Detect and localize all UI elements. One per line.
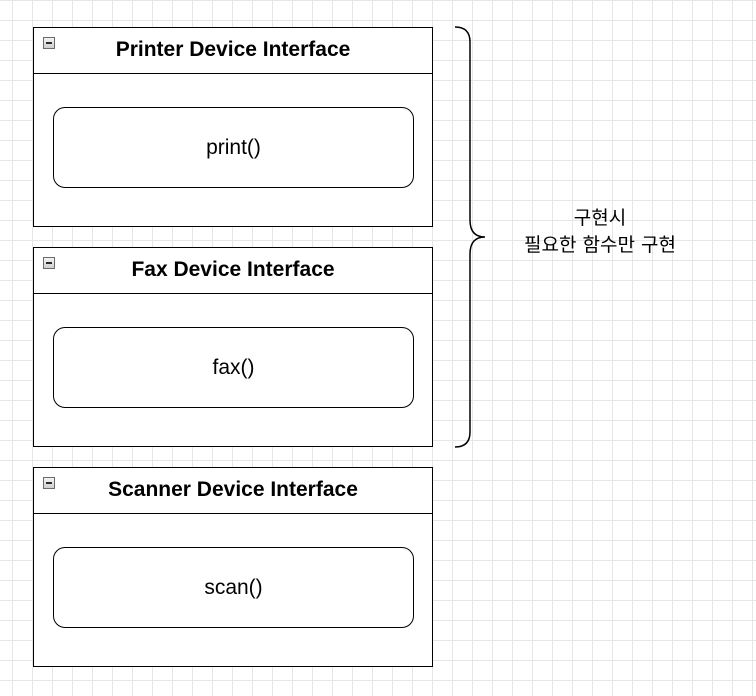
collapse-icon[interactable] bbox=[43, 477, 55, 489]
scanner-interface-header: Scanner Device Interface bbox=[34, 468, 432, 514]
printer-interface-title: Printer Device Interface bbox=[115, 38, 351, 61]
fax-interface-container[interactable]: Fax Device Interface fax() bbox=[33, 247, 433, 447]
fax-interface-title: Fax Device Interface bbox=[131, 258, 335, 281]
collapse-icon[interactable] bbox=[43, 37, 55, 49]
scanner-interface-container[interactable]: Scanner Device Interface scan() bbox=[33, 467, 433, 667]
scan-method-box[interactable]: scan() bbox=[53, 547, 414, 628]
printer-interface-header: Printer Device Interface bbox=[34, 28, 432, 74]
note-line-2: 필요한 함수만 구현 bbox=[524, 234, 676, 256]
print-method-box[interactable]: print() bbox=[53, 107, 414, 188]
fax-interface-header: Fax Device Interface bbox=[34, 248, 432, 294]
fax-method-box[interactable]: fax() bbox=[53, 327, 414, 408]
brace-note-text[interactable]: 구현시 필요한 함수만 구현 bbox=[490, 205, 710, 259]
curly-brace[interactable] bbox=[450, 20, 490, 455]
note-line-1: 구현시 bbox=[573, 207, 627, 229]
printer-interface-container[interactable]: Printer Device Interface print() bbox=[33, 27, 433, 227]
scanner-interface-title: Scanner Device Interface bbox=[108, 478, 358, 501]
collapse-icon[interactable] bbox=[43, 257, 55, 269]
